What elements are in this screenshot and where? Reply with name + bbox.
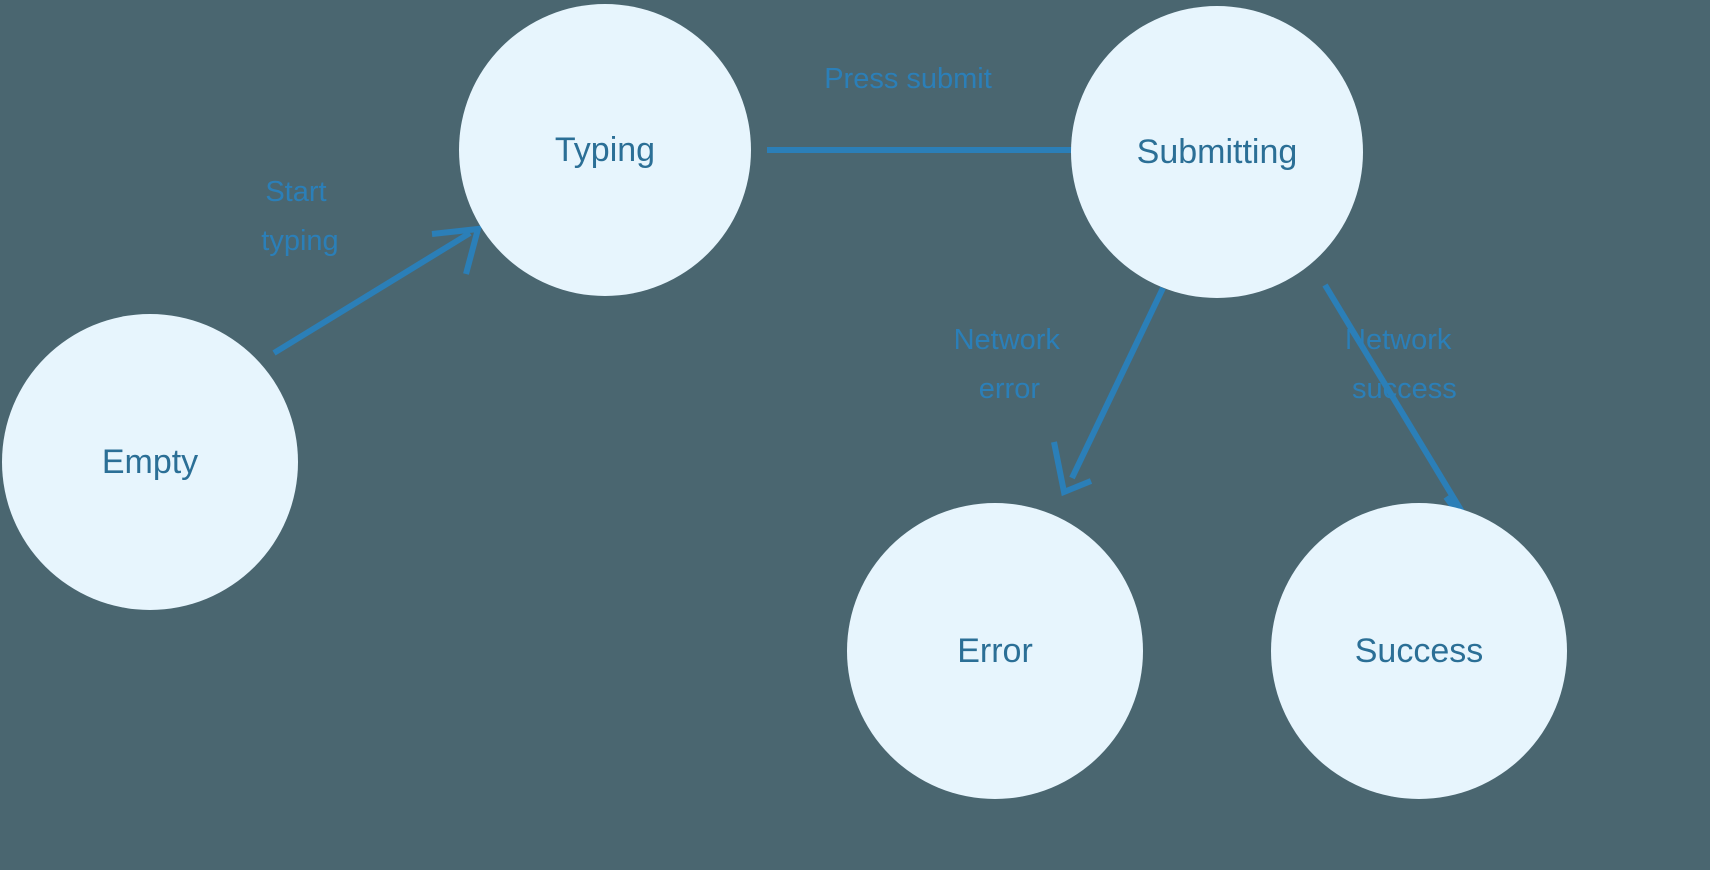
edge-empty-to-typing <box>272 225 483 356</box>
edge-label-network-success-line-2: success <box>1352 373 1457 405</box>
edge-label-network-error-line-2: error <box>979 373 1041 405</box>
edge-empty-to-typing-arrowhead <box>431 225 483 275</box>
node-submitting-circle[interactable] <box>1071 6 1363 298</box>
node-success-circle[interactable] <box>1271 503 1567 799</box>
edge-submitting-to-error <box>1051 286 1166 497</box>
node-error[interactable]: Error <box>847 503 1143 799</box>
edge-label-network-error-line-1: Network <box>954 324 1061 356</box>
node-submitting[interactable]: Submitting <box>1071 6 1363 298</box>
node-empty-label: Empty <box>102 443 198 481</box>
edge-label-start-typing-line-2: typing <box>261 225 338 257</box>
edge-label-start-typing-line-1: Start <box>265 176 326 208</box>
edge-label-start-typing: Start typing <box>261 176 338 257</box>
edge-label-network-error: Network error <box>954 324 1068 405</box>
edge-submitting-to-error-arrowhead <box>1051 441 1093 497</box>
node-error-label: Error <box>957 632 1033 670</box>
node-typing-label: Typing <box>555 131 655 169</box>
node-submitting-label: Submitting <box>1137 133 1298 171</box>
node-error-circle[interactable] <box>847 503 1143 799</box>
edge-label-press-submit: Press submit <box>824 63 992 95</box>
node-empty-circle[interactable] <box>2 314 298 610</box>
edge-label-press-submit-line-1: Press submit <box>824 63 992 95</box>
edge-submitting-to-error-line <box>1069 286 1166 480</box>
node-typing-circle[interactable] <box>459 4 751 296</box>
edge-label-network-success: Network success <box>1345 324 1459 405</box>
node-empty[interactable]: Empty <box>2 314 298 610</box>
edge-empty-to-typing-line <box>272 230 472 356</box>
node-success[interactable]: Success <box>1271 503 1567 799</box>
edge-label-network-success-line-1: Network <box>1345 324 1452 356</box>
edge-submitting-to-success-line <box>1322 283 1476 532</box>
node-typing[interactable]: Typing <box>459 4 751 296</box>
node-success-label: Success <box>1355 632 1484 670</box>
